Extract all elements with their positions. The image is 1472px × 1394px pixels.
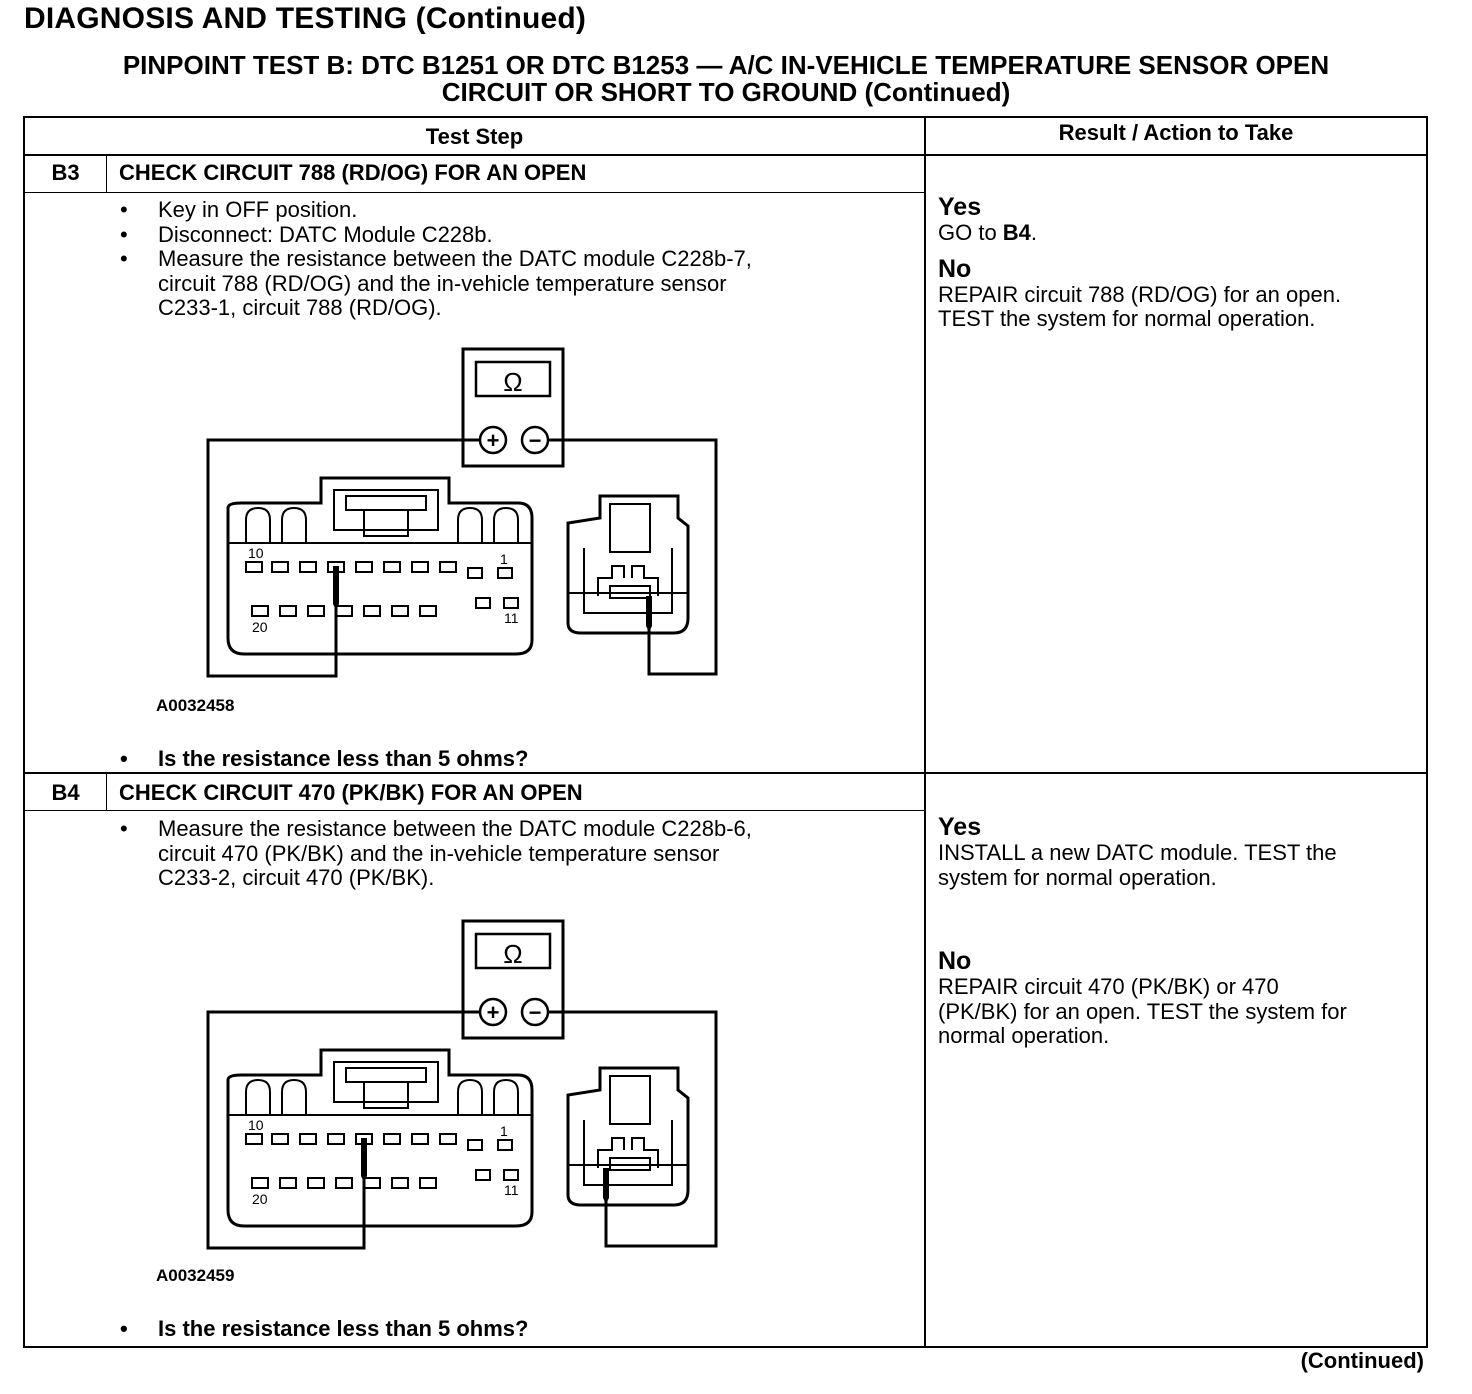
test-title-line-1: PINPOINT TEST B: DTC B1251 OR DTC B1253 … xyxy=(122,50,1330,80)
minus-terminal: − xyxy=(529,428,542,453)
plus-terminal: + xyxy=(487,1000,500,1025)
plus-terminal: + xyxy=(487,428,500,453)
step-b4-instructions: •Measure the resistance between the DATC… xyxy=(120,816,918,891)
step-id-b3: B3 xyxy=(51,160,80,185)
list-item: •Measure the resistance between the DATC… xyxy=(120,816,752,890)
ohm-symbol: Ω xyxy=(503,367,522,397)
result-yes-label: Yes xyxy=(938,193,982,221)
list-item: •Measure the resistance between the DATC… xyxy=(120,246,752,320)
pin-label-11: 11 xyxy=(504,1182,519,1198)
step-b3-instructions: •Key in OFF position. •Disconnect: DATC … xyxy=(120,197,918,321)
step-title-b3: CHECK CIRCUIT 788 (RD/OG) FOR AN OPEN xyxy=(119,160,587,185)
minus-terminal: − xyxy=(529,1000,542,1025)
figure-id-b4: A0032459 xyxy=(156,1266,235,1285)
wiring-diagram-b3: Ω + − 10 1 20 11 xyxy=(206,347,718,678)
wiring-diagram-b4: Ω + − 10 1 20 11 xyxy=(206,919,718,1250)
step-id-b4: B4 xyxy=(51,780,80,805)
pinpoint-test-title: PINPOINT TEST B: DTC B1251 OR DTC B1253 … xyxy=(24,52,1428,106)
test-title-line-2: CIRCUIT OR SHORT TO GROUND (Continued) xyxy=(441,77,1011,107)
step-b4-question: •Is the resistance less than 5 ohms? xyxy=(120,1316,529,1341)
pin-label-10: 10 xyxy=(248,545,264,561)
pin-label-11: 11 xyxy=(504,610,519,626)
result-no-label: No xyxy=(938,254,972,283)
header-result-action: Result / Action to Take xyxy=(1058,120,1294,145)
result-yes-text: GO to B4. xyxy=(938,220,1038,245)
pin-label-20: 20 xyxy=(252,1191,268,1207)
step-b4-result: Yes INSTALL a new DATC module. TEST the … xyxy=(938,814,1424,1049)
result-no-label: No xyxy=(938,947,972,975)
list-item: •Disconnect: DATC Module C228b. xyxy=(120,221,493,247)
result-no-text: REPAIR circuit 470 (PK/BK) or 470 (PK/BK… xyxy=(938,974,1347,1048)
result-yes-label: Yes xyxy=(938,813,982,841)
pin-label-1: 1 xyxy=(500,1123,508,1139)
header-test-step: Test Step xyxy=(425,124,524,149)
pin-label-20: 20 xyxy=(252,619,268,635)
list-item: •Key in OFF position. xyxy=(120,197,358,222)
step-b3-result: Yes GO to B4. No REPAIR circuit 788 (RD/… xyxy=(938,194,1424,332)
pin-label-1: 1 xyxy=(500,551,508,567)
pin-label-10: 10 xyxy=(248,1117,264,1133)
result-yes-text: INSTALL a new DATC module. TEST the syst… xyxy=(938,840,1337,890)
ohm-symbol: Ω xyxy=(503,939,522,969)
step-title-b4: CHECK CIRCUIT 470 (PK/BK) FOR AN OPEN xyxy=(119,780,583,805)
result-no-text: REPAIR circuit 788 (RD/OG) for an open. … xyxy=(938,281,1342,331)
page-heading: DIAGNOSIS AND TESTING (Continued) xyxy=(24,2,587,35)
continued-label: (Continued) xyxy=(1300,1348,1424,1373)
figure-id-b3: A0032458 xyxy=(156,696,235,715)
step-b3-question: •Is the resistance less than 5 ohms? xyxy=(120,746,529,771)
